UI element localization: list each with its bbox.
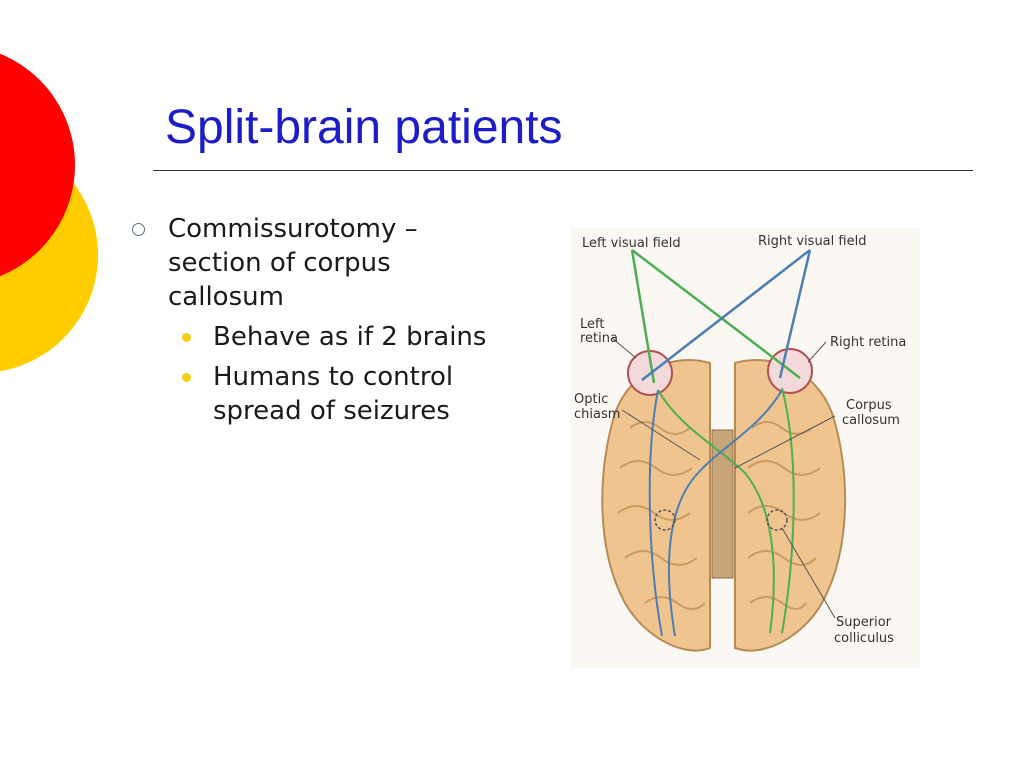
sub-bullet-item: Behave as if 2 brains bbox=[168, 320, 510, 354]
blue-optic-path bbox=[667, 389, 783, 637]
corpus-callosum-band bbox=[711, 429, 734, 579]
superior-colliculus-left bbox=[654, 509, 676, 531]
bullet-text: Commissurotomy – section of corpus callo… bbox=[168, 214, 418, 312]
blue-ray bbox=[641, 249, 811, 381]
yellow-dot-bullet-icon bbox=[182, 373, 191, 382]
green-optic-path bbox=[781, 387, 795, 634]
brain-diagram: Left visual field Right visual field Lef… bbox=[570, 228, 920, 668]
blue-optic-path bbox=[648, 389, 663, 637]
label-superior-colliculus-2: colliculus bbox=[834, 631, 894, 646]
superior-colliculus-right bbox=[766, 509, 788, 531]
hollow-circle-bullet-icon bbox=[132, 223, 145, 236]
bullet-list: Commissurotomy – section of corpus callo… bbox=[130, 212, 510, 434]
sub-bullet-list: Behave as if 2 brains Humans to control … bbox=[168, 320, 510, 428]
sub-bullet-text: Behave as if 2 brains bbox=[213, 322, 487, 352]
label-left-retina-1: Left bbox=[580, 317, 604, 332]
label-right-retina: Right retina bbox=[830, 335, 906, 350]
label-corpus-callosum-2: callosum bbox=[842, 413, 900, 428]
label-left-visual-field: Left visual field bbox=[582, 236, 681, 251]
bullet-item: Commissurotomy – section of corpus callo… bbox=[130, 212, 510, 428]
green-optic-path bbox=[657, 389, 775, 634]
label-optic-chiasm-2: chiasm bbox=[574, 407, 620, 422]
label-optic-chiasm-1: Optic bbox=[574, 392, 608, 407]
yellow-dot-bullet-icon bbox=[182, 333, 191, 342]
red-circle bbox=[0, 53, 75, 277]
sub-bullet-text: Humans to control spread of seizures bbox=[213, 362, 454, 426]
label-right-visual-field: Right visual field bbox=[758, 234, 866, 249]
label-superior-colliculus-1: Superior bbox=[836, 615, 892, 630]
leader-lines bbox=[611, 337, 836, 619]
slide-title: Split-brain patients bbox=[165, 101, 563, 154]
sub-bullet-item: Humans to control spread of seizures bbox=[168, 360, 510, 428]
blue-ray bbox=[778, 249, 812, 379]
label-left-retina-2: retina bbox=[580, 331, 618, 346]
green-ray bbox=[630, 249, 656, 384]
green-ray bbox=[631, 249, 801, 379]
title-divider bbox=[153, 170, 973, 171]
label-corpus-callosum-1: Corpus bbox=[846, 398, 892, 413]
decorative-circles bbox=[0, 53, 98, 372]
